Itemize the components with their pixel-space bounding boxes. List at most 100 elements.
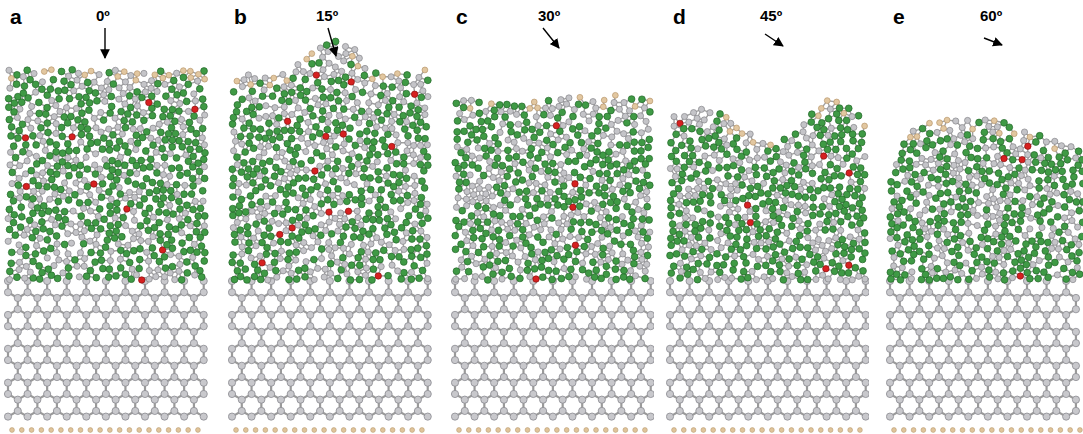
crystal-atom — [44, 311, 51, 318]
crystal-atom — [132, 407, 139, 414]
amorphous-atom — [201, 223, 207, 229]
amorphous-atom — [132, 194, 138, 200]
amorphous-atom — [53, 141, 60, 148]
amorphous-atom — [196, 71, 202, 77]
crystal-atom — [63, 345, 70, 352]
amorphous-atom — [40, 138, 46, 144]
crystal-atom — [53, 396, 60, 403]
crystal-atom — [181, 345, 188, 352]
amorphous-atom — [180, 74, 187, 81]
crystal-atom — [73, 306, 80, 313]
crystal-atom — [14, 328, 21, 335]
crystal-atom — [132, 328, 139, 335]
crystal-atom — [132, 396, 139, 403]
crystal-atom — [24, 390, 31, 397]
amorphous-atom — [66, 172, 73, 179]
amorphous-atom — [195, 213, 202, 220]
crystal-atom — [161, 311, 168, 318]
amorphous-atom — [96, 72, 102, 78]
crystal-atom — [141, 323, 148, 330]
amorphous-atom — [126, 259, 133, 266]
crystal-atom — [83, 379, 90, 386]
hydrogen-atom — [166, 428, 171, 433]
amorphous-atom — [107, 203, 114, 210]
crystal-atom — [14, 306, 21, 313]
amorphous-atom — [161, 106, 168, 113]
crystal-atom — [44, 379, 51, 386]
hydrogen-atom — [29, 428, 34, 433]
crystal-atom — [53, 362, 60, 369]
amorphous-atom — [31, 188, 37, 194]
amorphous-atom — [118, 108, 125, 115]
amorphous-atom — [176, 84, 182, 90]
amorphous-atom — [65, 251, 71, 257]
hydrogen-atom — [59, 428, 64, 433]
amorphous-atom — [44, 255, 50, 261]
amorphous-atom — [105, 189, 112, 196]
crystal-atom — [161, 413, 168, 420]
crystal-atom — [102, 413, 109, 420]
amorphous-atom — [17, 163, 23, 169]
amorphous-atom — [140, 117, 147, 124]
amorphous-atom — [52, 207, 59, 214]
crystal-atom — [4, 390, 11, 397]
amorphous-atom — [17, 224, 24, 231]
crystal-atom — [102, 323, 109, 330]
crystal-atom — [14, 407, 21, 414]
amorphous-atom — [104, 237, 111, 244]
crystal-atom — [200, 390, 207, 397]
crystal-atom — [132, 306, 139, 313]
amorphous-atom — [121, 162, 128, 169]
amorphous-atom — [98, 85, 104, 91]
amorphous-atom — [47, 228, 54, 235]
amorphous-atom — [168, 165, 175, 172]
amorphous-atom — [195, 178, 201, 184]
crystal-atom — [73, 407, 80, 414]
crystal-atom — [161, 357, 168, 364]
amorphous-atom — [126, 189, 132, 195]
amorphous-atom — [44, 92, 51, 99]
crystal-atom — [200, 413, 207, 420]
amorphous-atom — [51, 184, 58, 191]
amorphous-atom — [201, 68, 208, 75]
crystal-atom — [112, 306, 119, 313]
crystal-atom — [34, 396, 41, 403]
amorphous-atom — [149, 112, 156, 119]
amorphous-atom — [157, 237, 164, 244]
amorphous-atom — [87, 238, 93, 244]
amorphous-atom — [36, 263, 43, 270]
amorphous-atom — [51, 114, 57, 120]
crystal-atom — [53, 306, 60, 313]
amorphous-atom — [143, 175, 150, 182]
amorphous-atom — [180, 90, 187, 97]
amorphous-atom — [68, 240, 74, 246]
amorphous-atom — [186, 234, 193, 241]
amorphous-atom — [148, 135, 154, 141]
amorphous-atom — [44, 162, 50, 168]
crystal-atom — [4, 357, 11, 364]
amorphous-atom — [28, 125, 34, 131]
amorphous-atom — [134, 171, 140, 177]
crystal-atom — [141, 357, 148, 364]
amorphous-atom — [173, 181, 180, 188]
amorphous-atom — [118, 233, 125, 240]
amorphous-atom — [56, 95, 63, 102]
amorphous-atom — [186, 119, 193, 126]
amorphous-atom — [74, 77, 80, 83]
crystal-atom — [14, 373, 21, 380]
amorphous-atom — [76, 93, 83, 100]
amorphous-atom — [137, 245, 144, 252]
amorphous-atom — [177, 206, 184, 213]
amorphous-atom — [14, 71, 21, 78]
crystal-atom — [4, 379, 11, 386]
amorphous-atom — [39, 269, 46, 276]
amorphous-atom — [16, 259, 22, 265]
amorphous-atom — [65, 265, 72, 272]
crystal-atom — [63, 413, 70, 420]
crystal-atom — [112, 328, 119, 335]
amorphous-atom — [154, 101, 161, 108]
amorphous-atom — [199, 187, 206, 194]
crystal-atom — [151, 407, 158, 414]
amorphous-atom — [93, 274, 100, 281]
